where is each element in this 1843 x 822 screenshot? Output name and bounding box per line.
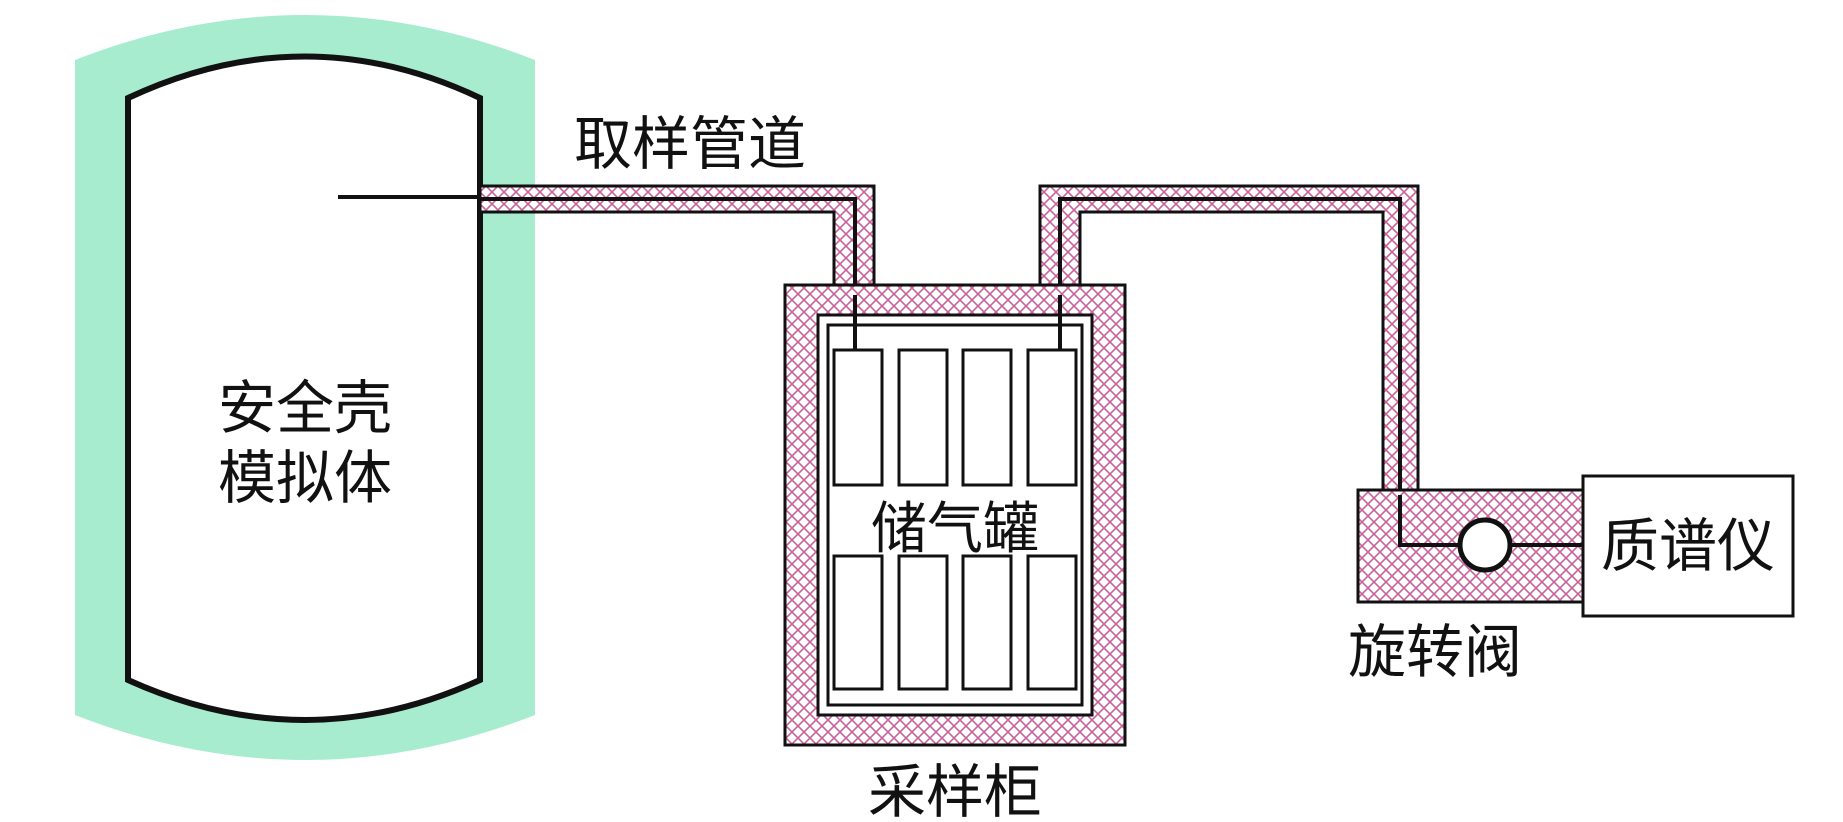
storage-tank — [897, 348, 949, 487]
storage-tank — [897, 554, 949, 691]
containment-label-line1: 安全壳 — [218, 374, 392, 442]
valve-icon — [1457, 517, 1513, 573]
storage-tank-group — [832, 348, 1078, 691]
storage-tank-label: 储气罐 — [871, 497, 1039, 562]
storage-tank — [961, 348, 1013, 487]
mass-spectrometer: 质谱仪 — [1581, 474, 1795, 618]
sampling-cabinet: 储气罐 — [783, 283, 1127, 747]
rotary-valve: 旋转阀 — [1348, 488, 1585, 686]
sampling-cabinet-label: 采样柜 — [868, 758, 1042, 822]
containment-label-line2: 模拟体 — [218, 444, 392, 512]
mass-spectrometer-box — [1581, 474, 1795, 618]
containment-simulator: 安全壳 模拟体 — [75, 15, 535, 760]
storage-tank — [832, 348, 884, 487]
containment-vessel — [125, 53, 483, 723]
storage-tank — [1026, 348, 1078, 487]
storage-tank — [1026, 554, 1078, 691]
mass-spectrometer-label: 质谱仪 — [1601, 512, 1775, 580]
sampling-pipe-label: 取样管道 — [574, 110, 806, 178]
rotary-valve-label: 旋转阀 — [1348, 618, 1522, 686]
pipe-core-line — [1058, 197, 1402, 545]
storage-tank — [961, 554, 1013, 691]
storage-tank — [832, 554, 884, 691]
